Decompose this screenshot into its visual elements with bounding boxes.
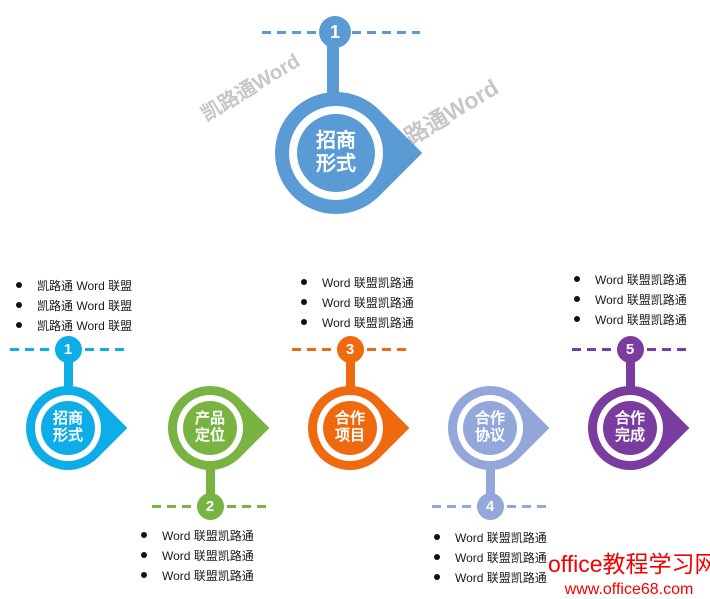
bullet-dot-icon [574, 316, 580, 322]
step-2-label-line1: 产品 [194, 410, 225, 428]
step-2-connector-stem [205, 462, 215, 498]
bullet-dot-icon [16, 282, 22, 288]
hero-number-badge[interactable]: 1 [319, 16, 351, 48]
list-item: Word 联盟凯路通 [434, 547, 547, 567]
list-item: Word 联盟凯路通 [301, 292, 414, 312]
step-4-label-line2: 协议 [474, 427, 505, 444]
bullet-dot-icon [16, 302, 22, 308]
bullet-text: Word 联盟凯路通 [595, 312, 687, 327]
bullet-text: Word 联盟凯路通 [455, 550, 547, 565]
list-item: Word 联盟凯路通 [434, 567, 547, 587]
bullet-dot-icon [574, 276, 580, 282]
bullet-dot-icon [434, 554, 440, 560]
step-3-label-line2: 项目 [334, 427, 365, 444]
bullet-text: Word 联盟凯路通 [455, 570, 547, 585]
step-2-label-line2: 定位 [194, 427, 225, 444]
bullet-dot-icon [301, 319, 307, 325]
bullet-dot-icon [434, 574, 440, 580]
list-item: Word 联盟凯路通 [574, 309, 687, 329]
list-item: 凯路通 Word 联盟 [16, 295, 132, 315]
step-1-bullet-list: 凯路通 Word 联盟 凯路通 Word 联盟 凯路通 Word 联盟 [16, 275, 132, 335]
step-2-number-badge[interactable]: 2 [196, 493, 224, 520]
bullet-dot-icon [301, 279, 307, 285]
list-item: Word 联盟凯路通 [141, 545, 254, 565]
list-item: Word 联盟凯路通 [141, 525, 254, 545]
step-4-label-circle[interactable]: 合作 协议 [463, 401, 517, 455]
step-3-label-circle[interactable]: 合作 项目 [323, 401, 377, 455]
list-item: 凯路通 Word 联盟 [16, 275, 132, 295]
bullet-text: Word 联盟凯路通 [162, 528, 254, 543]
step-5-bullet-list: Word 联盟凯路通 Word 联盟凯路通 Word 联盟凯路通 [574, 269, 687, 329]
list-item: 凯路通 Word 联盟 [16, 315, 132, 335]
bullet-text: Word 联盟凯路通 [455, 530, 547, 545]
bullet-dot-icon [16, 322, 22, 328]
step-4-label-line1: 合作 [474, 410, 505, 428]
bullet-text: Word 联盟凯路通 [162, 568, 254, 583]
hero-label-line2: 形式 [316, 153, 356, 175]
hero-label-line1: 招商 [316, 130, 356, 152]
bullet-text: Word 联盟凯路通 [595, 272, 687, 287]
step-5-number-badge[interactable]: 5 [616, 336, 644, 363]
site-watermark: office教程学习网 www.office68.com [548, 545, 710, 599]
step-4-number-badge[interactable]: 4 [476, 493, 504, 520]
bullet-text: 凯路通 Word 联盟 [37, 298, 133, 313]
step-3-number-badge[interactable]: 3 [336, 336, 364, 363]
hero-label-circle[interactable]: 招商 形式 [297, 114, 375, 192]
bullet-text: 凯路通 Word 联盟 [37, 318, 133, 333]
step-5-label-line1: 合作 [614, 410, 645, 428]
step-3-connector-stem [345, 358, 355, 394]
step-2-label-circle[interactable]: 产品 定位 [183, 401, 237, 455]
bullet-dot-icon [301, 299, 307, 305]
step-4-bullet-list: Word 联盟凯路通 Word 联盟凯路通 Word 联盟凯路通 [434, 527, 547, 587]
bullet-text: Word 联盟凯路通 [322, 275, 414, 290]
step-1-label-line2: 形式 [52, 427, 83, 444]
list-item: Word 联盟凯路通 [301, 312, 414, 332]
bullet-text: Word 联盟凯路通 [322, 315, 414, 330]
list-item: Word 联盟凯路通 [434, 527, 547, 547]
step-4-connector-stem [485, 462, 495, 498]
bullet-text: Word 联盟凯路通 [162, 548, 254, 563]
bullet-text: Word 联盟凯路通 [595, 292, 687, 307]
step-3-label-line1: 合作 [334, 410, 365, 428]
list-item: Word 联盟凯路通 [574, 289, 687, 309]
bullet-dot-icon [141, 552, 147, 558]
step-5-label-line2: 完成 [614, 427, 645, 444]
list-item: Word 联盟凯路通 [301, 272, 414, 292]
step-1-label-circle[interactable]: 招商 形式 [41, 401, 95, 455]
list-item: Word 联盟凯路通 [141, 565, 254, 585]
bullet-dot-icon [141, 532, 147, 538]
list-item: Word 联盟凯路通 [574, 269, 687, 289]
step-5-connector-stem [625, 358, 635, 394]
bullet-dot-icon [434, 534, 440, 540]
bullet-dot-icon [574, 296, 580, 302]
bullet-text: 凯路通 Word 联盟 [37, 278, 133, 293]
step-2-bullet-list: Word 联盟凯路通 Word 联盟凯路通 Word 联盟凯路通 [141, 525, 254, 585]
bullet-dot-icon [141, 572, 147, 578]
step-1-label-line1: 招商 [52, 410, 83, 428]
bullet-text: Word 联盟凯路通 [322, 295, 414, 310]
site-name-text: office教程学习网 [548, 551, 710, 577]
step-5-label-circle[interactable]: 合作 完成 [603, 401, 657, 455]
step-3-bullet-list: Word 联盟凯路通 Word 联盟凯路通 Word 联盟凯路通 [301, 272, 414, 332]
site-url-text: www.office68.com [564, 581, 694, 598]
step-1-connector-stem [63, 358, 73, 394]
step-1-number-badge[interactable]: 1 [54, 336, 82, 363]
